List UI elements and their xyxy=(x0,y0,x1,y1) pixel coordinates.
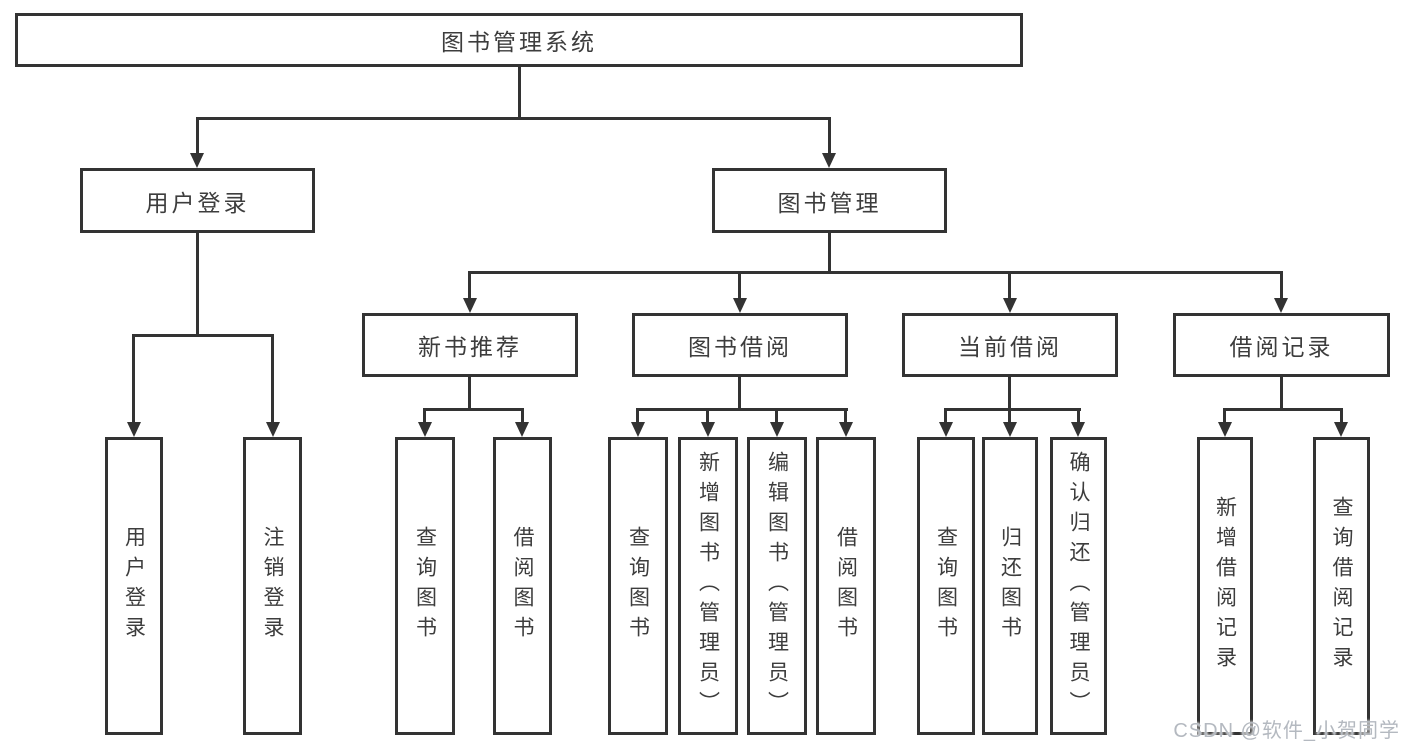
leaf-br-add-record-label: 新增借阅记录 xyxy=(1213,496,1237,676)
connector-drop-nb-borrow xyxy=(521,408,524,424)
node-book-mgmt-label: 图书管理 xyxy=(777,189,882,216)
arrowhead-cb-query xyxy=(939,422,953,437)
arrowhead-nb-borrow xyxy=(515,422,529,437)
connector-drop-bb-query xyxy=(636,408,639,424)
node-user-login-label: 用户登录 xyxy=(145,189,250,216)
node-book-mgmt: 图书管理 xyxy=(712,168,947,233)
connector-drop-cb-confirm xyxy=(1077,408,1080,424)
leaf-bb-query-books-label: 查询图书 xyxy=(626,526,650,646)
leaf-br-query-record: 查询借阅记录 xyxy=(1313,437,1370,735)
leaf-cb-query-books-label: 查询图书 xyxy=(934,526,958,646)
arrowhead-br-add xyxy=(1218,422,1232,437)
arrowhead-leaf-login xyxy=(127,422,141,437)
arrowhead-br-query xyxy=(1334,422,1348,437)
node-root: 图书管理系统 xyxy=(15,13,1023,67)
connector-drop-bb-edit xyxy=(775,408,778,424)
leaf-bb-borrow-books-label: 借阅图书 xyxy=(834,526,858,646)
arrowhead-book-borrow xyxy=(733,298,747,313)
node-borrow-records: 借阅记录 xyxy=(1173,313,1390,377)
node-new-books-label: 新书推荐 xyxy=(418,334,522,360)
leaf-bb-add-books: 新增图书（管理员） xyxy=(678,437,738,735)
leaf-nb-query-books: 查询图书 xyxy=(395,437,455,735)
leaf-nb-query-books-label: 查询图书 xyxy=(413,526,437,646)
connector-drop-book-mgmt xyxy=(828,117,831,154)
connector-drop-cb-query xyxy=(944,408,947,424)
arrowhead-leaf-logout xyxy=(266,422,280,437)
leaf-cb-confirm-return: 确认归还（管理员） xyxy=(1050,437,1107,735)
node-current-borrow: 当前借阅 xyxy=(902,313,1118,377)
node-current-borrow-label: 当前借阅 xyxy=(958,334,1062,360)
connector-drop-br-add xyxy=(1223,408,1226,424)
arrowhead-current-borrow xyxy=(1003,298,1017,313)
connector-drop-br-query xyxy=(1340,408,1343,424)
connector-drop-new-books xyxy=(468,271,471,299)
connector-drop-cb-return xyxy=(1008,408,1011,424)
arrowhead-cb-confirm xyxy=(1071,422,1085,437)
leaf-bb-edit-books-label: 编辑图书（管理员） xyxy=(765,451,789,721)
leaf-bb-borrow-books: 借阅图书 xyxy=(816,437,876,735)
leaf-bb-add-books-label: 新增图书（管理员） xyxy=(696,451,720,721)
node-root-label: 图书管理系统 xyxy=(441,29,597,55)
arrowhead-nb-query xyxy=(418,422,432,437)
connector-drop-borrow-records xyxy=(1280,271,1283,299)
arrowhead-bb-add xyxy=(701,422,715,437)
connector-new-books-bus xyxy=(423,408,524,411)
connector-current-borrow-bus xyxy=(944,408,1081,411)
connector-current-borrow-stem xyxy=(1008,377,1011,411)
connector-borrow-records-stem xyxy=(1280,377,1283,411)
leaf-cb-return-books-label: 归还图书 xyxy=(998,526,1022,646)
leaf-cb-return-books: 归还图书 xyxy=(982,437,1038,735)
arrowhead-borrow-records xyxy=(1274,298,1288,313)
arrowhead-new-books xyxy=(463,298,477,313)
connector-user-login-stem xyxy=(196,233,199,337)
leaf-cb-confirm-return-label: 确认归还（管理员） xyxy=(1067,451,1090,721)
connector-book-borrow-bus xyxy=(636,408,848,411)
leaf-user-login-label: 用户登录 xyxy=(122,526,146,646)
connector-drop-current-borrow xyxy=(1008,271,1011,299)
node-borrow-records-label: 借阅记录 xyxy=(1229,334,1334,360)
arrowhead-bb-query xyxy=(631,422,645,437)
connector-drop-leaf-logout xyxy=(271,334,274,423)
connector-drop-leaf-login xyxy=(132,334,135,423)
leaf-logout-label: 注销登录 xyxy=(261,526,284,646)
leaf-br-add-record: 新增借阅记录 xyxy=(1197,437,1253,735)
connector-user-login-bus xyxy=(132,334,274,337)
node-book-borrow-label: 图书借阅 xyxy=(688,334,792,360)
leaf-logout: 注销登录 xyxy=(243,437,302,735)
leaf-br-query-record-label: 查询借阅记录 xyxy=(1330,496,1353,676)
leaf-cb-query-books: 查询图书 xyxy=(917,437,975,735)
arrowhead-cb-return xyxy=(1003,422,1017,437)
connector-drop-bb-add xyxy=(706,408,709,424)
connector-book-mgmt-stem xyxy=(828,233,831,273)
connector-new-books-stem xyxy=(468,377,471,411)
connector-book-borrow-stem xyxy=(738,377,741,411)
connector-drop-user-login xyxy=(196,117,199,154)
connector-drop-bb-borrow xyxy=(844,408,847,424)
node-new-books: 新书推荐 xyxy=(362,313,578,377)
connector-borrow-records-bus xyxy=(1223,408,1343,411)
arrowhead-book-mgmt xyxy=(822,153,836,168)
leaf-nb-borrow-books-label: 借阅图书 xyxy=(511,526,534,646)
connector-level3-bus xyxy=(468,271,1283,274)
connector-root-stem xyxy=(518,67,521,118)
csdn-watermark: CSDN @软件_小贺同学 xyxy=(1173,720,1400,742)
leaf-user-login: 用户登录 xyxy=(105,437,163,735)
connector-root-bus xyxy=(196,117,831,120)
connector-drop-book-borrow xyxy=(738,271,741,299)
leaf-bb-edit-books: 编辑图书（管理员） xyxy=(747,437,807,735)
leaf-bb-query-books: 查询图书 xyxy=(608,437,668,735)
arrowhead-bb-edit xyxy=(770,422,784,437)
arrowhead-bb-borrow xyxy=(839,422,853,437)
leaf-nb-borrow-books: 借阅图书 xyxy=(493,437,552,735)
arrowhead-user-login xyxy=(190,153,204,168)
node-book-borrow: 图书借阅 xyxy=(632,313,848,377)
node-user-login: 用户登录 xyxy=(80,168,315,233)
connector-drop-nb-query xyxy=(423,408,426,424)
